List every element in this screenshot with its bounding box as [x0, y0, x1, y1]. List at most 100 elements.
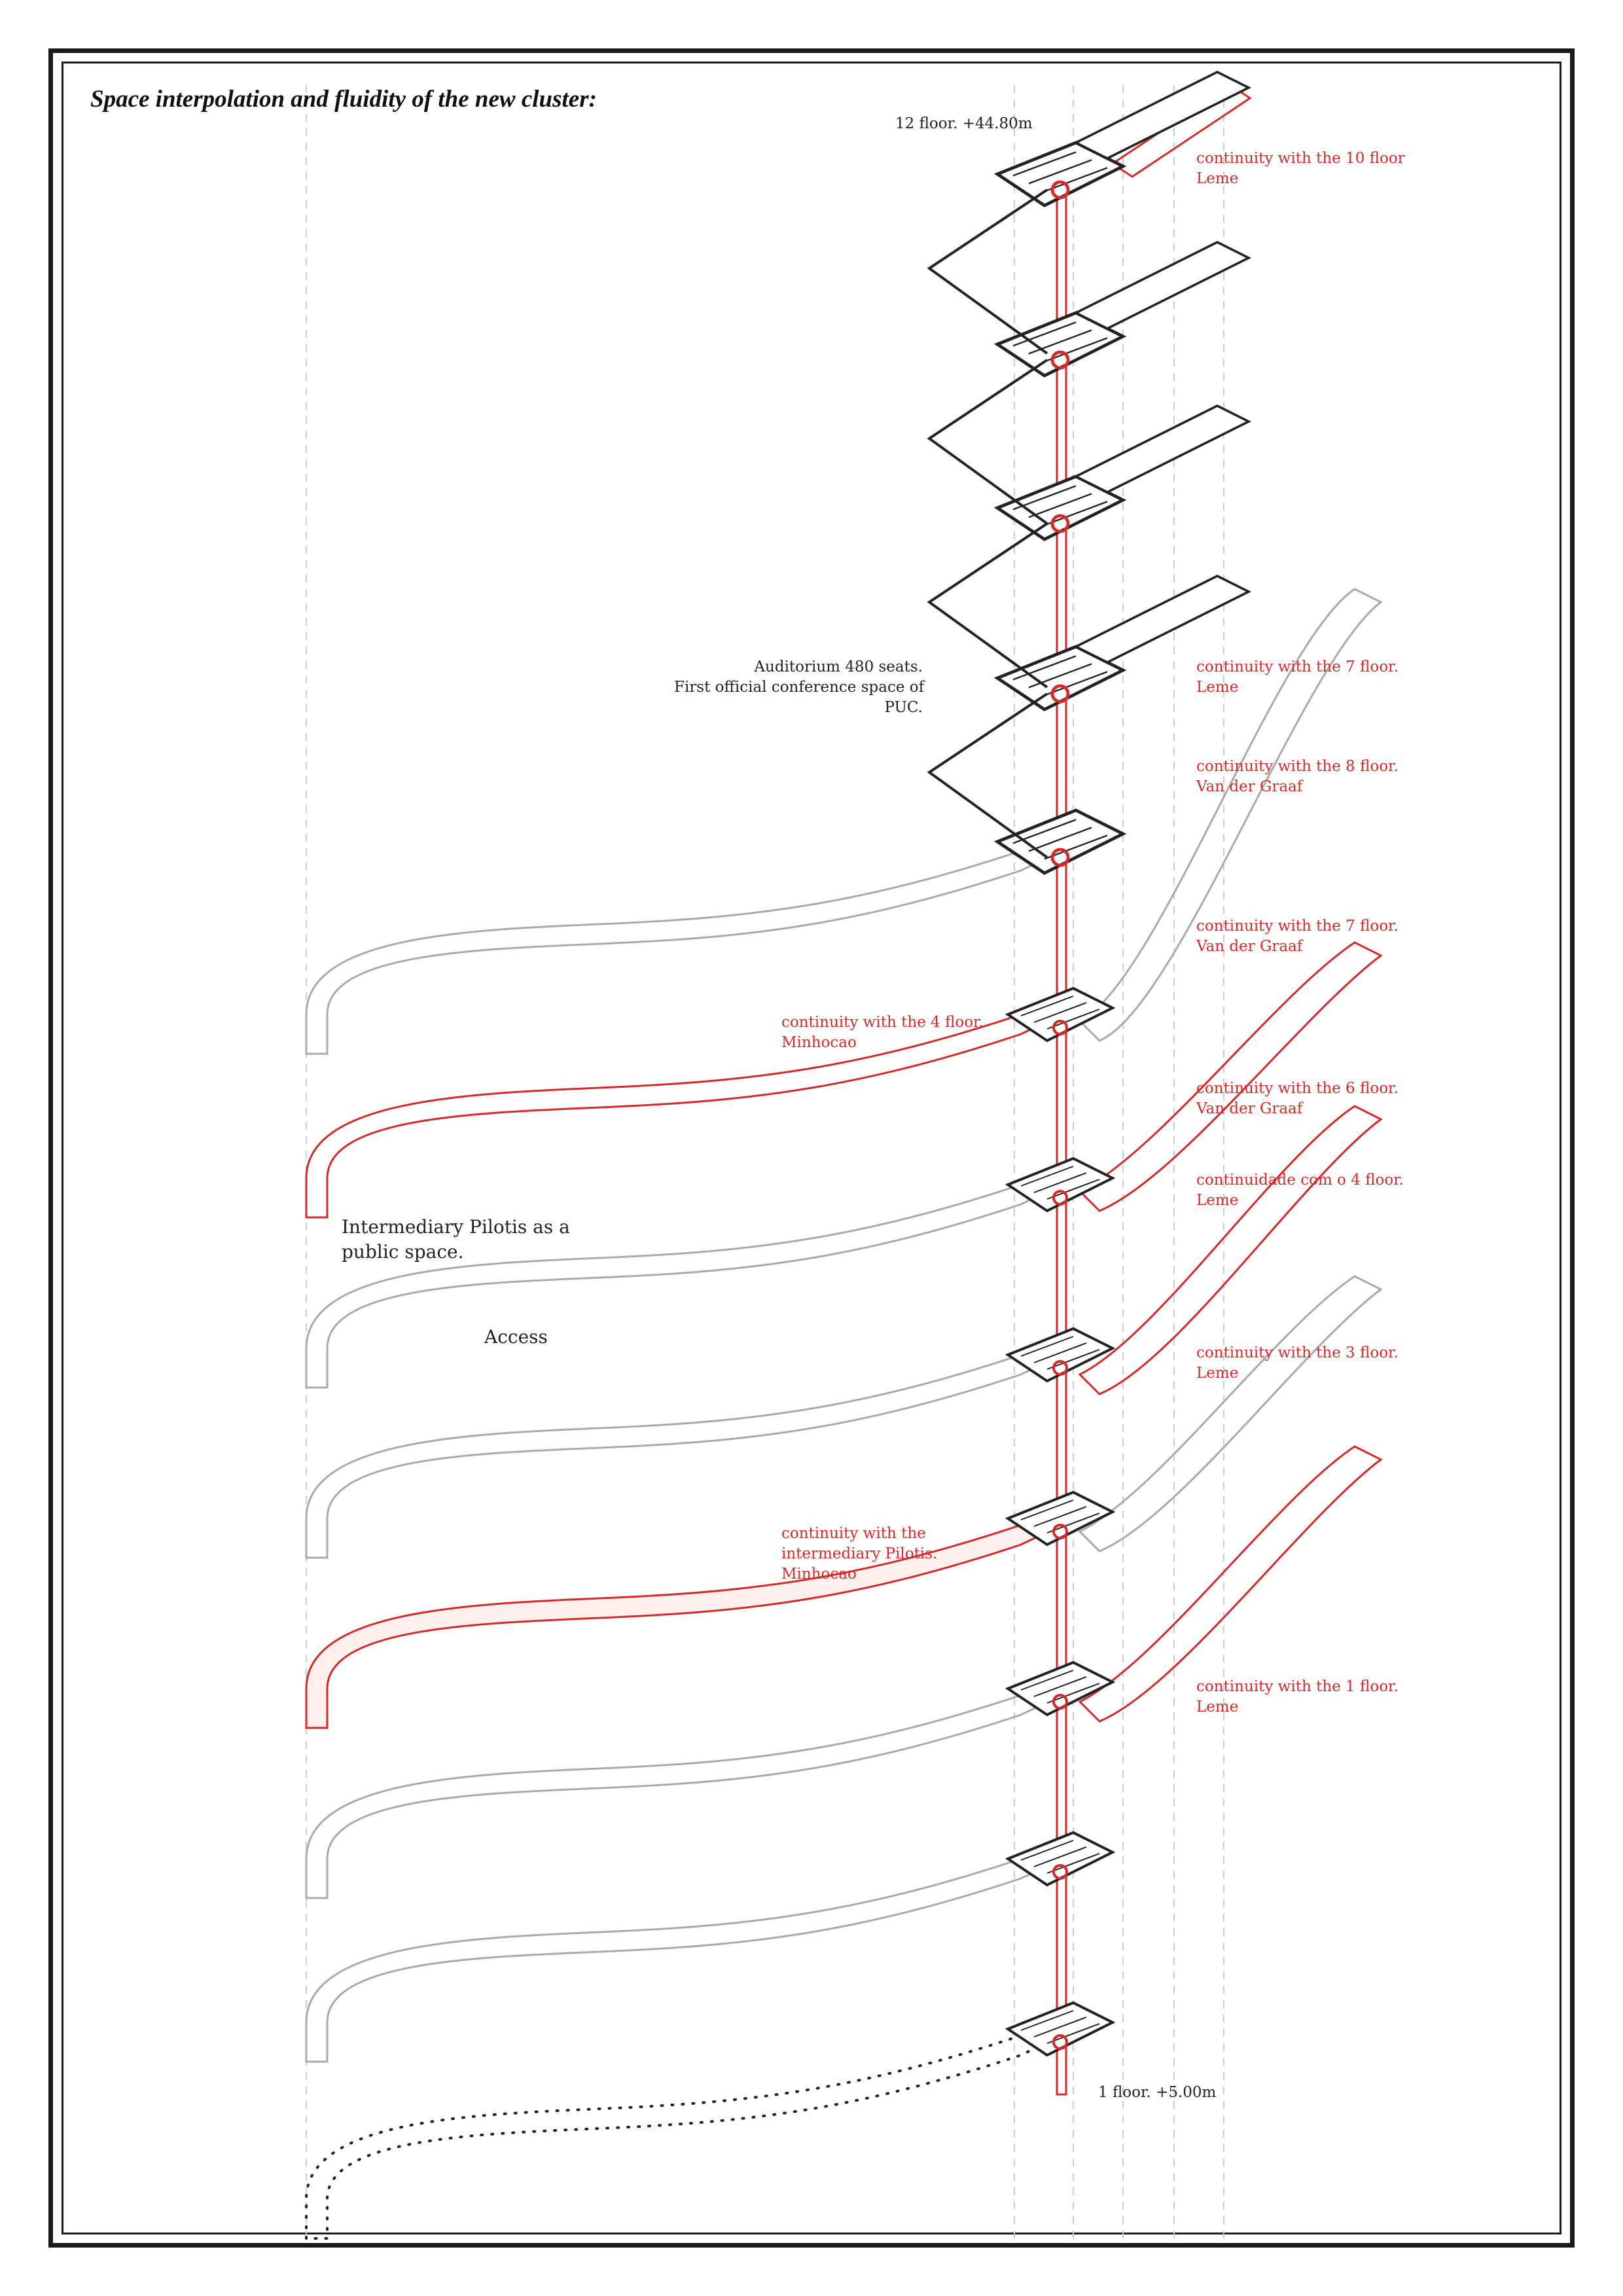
diagonal-ribbon — [1078, 1445, 1383, 1723]
auditorium-label-1: Auditorium 480 seats. — [754, 658, 923, 675]
core-marker — [1050, 514, 1070, 533]
minhocao-pilotis-label-3: Minhocao — [781, 1566, 857, 1583]
auditorium-label-2: First official conference space of — [674, 679, 925, 696]
floor-plate — [1005, 1157, 1116, 1213]
wave-ribbon — [305, 999, 1050, 1219]
level-label-top: 12 floor. +44.80m — [895, 115, 1033, 132]
plate-rooms — [1020, 1166, 1100, 1200]
floor-plate — [1005, 2001, 1116, 2057]
floor-plate — [1005, 1327, 1116, 1383]
floor-plate — [1005, 1831, 1116, 1887]
floor-plates — [927, 70, 1252, 2057]
plate-outline — [1005, 1660, 1116, 1717]
floor-plate — [993, 404, 1252, 541]
floor-plate — [1005, 986, 1116, 1043]
plate-rooms — [1012, 151, 1108, 192]
continuity-label-line1: continuidade com o 4 floor. — [1196, 1172, 1404, 1189]
core-marker — [1052, 1020, 1068, 1035]
continuity-label-line1: continuity with the 8 floor. — [1196, 758, 1399, 775]
core-marker — [1052, 1864, 1068, 1880]
wave-ribbon — [305, 1680, 1050, 1899]
plate-rooms — [1020, 1499, 1100, 1534]
core-marker — [1052, 2034, 1068, 2050]
zigzag-connector — [927, 522, 1048, 689]
wave-ribbon — [305, 1170, 1050, 1389]
minhocao-pilotis-label-2: intermediary Pilotis. — [781, 1545, 938, 1562]
vertical-guide-lines — [306, 85, 1224, 2238]
plate-rooms — [1020, 1336, 1100, 1370]
core-marker — [1052, 1524, 1068, 1539]
plate-outline — [993, 808, 1127, 875]
plate-rooms — [1012, 321, 1108, 363]
zigzag-connector — [927, 188, 1048, 355]
plate-outline — [1005, 1327, 1116, 1383]
continuity-label-line2: Van der Graaf — [1196, 1100, 1303, 1117]
continuity-label-line2: Van der Graaf — [1196, 778, 1303, 795]
floor-plate — [993, 70, 1252, 207]
diagonal-ribbon — [1078, 941, 1383, 1212]
plate-outline — [1005, 986, 1116, 1043]
wave-ribbon — [305, 1340, 1050, 1559]
plate-arm — [1073, 70, 1252, 160]
plate-rooms — [1020, 1670, 1100, 1704]
plate-arm — [1073, 240, 1252, 331]
wave-ribbon — [305, 2020, 1050, 2240]
zigzag-connector — [927, 359, 1048, 525]
plate-rooms — [1012, 655, 1108, 696]
page-title: Space interpolation and fluidity of the … — [90, 86, 597, 113]
core-marker — [1052, 1694, 1068, 1710]
continuity-label-line2: Leme — [1196, 1698, 1239, 1715]
continuity-label-line2: Van der Graaf — [1196, 938, 1303, 955]
minhocao-4-label-1: continuity with the 4 floor. — [781, 1014, 984, 1031]
plate-arm — [1073, 574, 1252, 664]
floor-plate — [993, 808, 1127, 875]
auditorium-label-3: PUC. — [884, 699, 923, 716]
plate-outline — [993, 311, 1127, 378]
plate-rooms — [1020, 2010, 1100, 2044]
continuity-label-line1: continuity with the 7 floor. — [1196, 658, 1399, 675]
diagonal-ribbon — [1078, 588, 1383, 1042]
plate-outline — [1005, 1157, 1116, 1213]
plate-outline — [1005, 1490, 1116, 1547]
minhocao-4-label-2: Minhocao — [781, 1034, 857, 1051]
continuity-label-line1: continuity with the 10 floor — [1196, 150, 1405, 167]
pilotis-label-2: public space. — [342, 1241, 464, 1263]
zigzag-connector — [927, 692, 1048, 859]
plate-rooms — [1020, 996, 1100, 1030]
plate-arm — [1073, 404, 1252, 494]
continuity-label-line2: Leme — [1196, 1365, 1239, 1382]
core-marker — [1050, 180, 1070, 200]
core-marker — [1052, 1360, 1068, 1376]
plate-outline — [1005, 1831, 1116, 1887]
floor-plate — [993, 574, 1252, 711]
wave-ribbon — [305, 1844, 1050, 2063]
diagonal-ribbon — [1078, 1105, 1383, 1395]
floor-plate — [1005, 1490, 1116, 1547]
level-label-bottom: 1 floor. +5.00m — [1098, 2084, 1217, 2101]
continuity-label-line2: Leme — [1196, 170, 1239, 187]
access-label: Access — [484, 1326, 548, 1348]
continuity-label-line1: continuity with the 6 floor. — [1196, 1080, 1399, 1097]
floor-plate — [1005, 1660, 1116, 1717]
core-marker — [1050, 684, 1070, 704]
core-marker — [1052, 1190, 1068, 1206]
continuity-label-line1: continuity with the 3 floor. — [1196, 1344, 1399, 1361]
minhocao-pilotis-label-1: continuity with the — [781, 1525, 926, 1542]
plate-rooms — [1020, 1840, 1100, 1874]
outer-frame — [48, 48, 1575, 2248]
continuity-label-line1: continuity with the 1 floor. — [1196, 1678, 1399, 1695]
continuity-label-line1: continuity with the 7 floor. — [1196, 918, 1399, 935]
continuity-label-line2: Leme — [1196, 679, 1239, 696]
continuity-label-line2: Leme — [1196, 1192, 1239, 1209]
core-marker — [1050, 848, 1070, 867]
floor-plate — [993, 240, 1252, 378]
inner-frame — [62, 62, 1561, 2234]
diagonal-ribbon — [1078, 1275, 1383, 1552]
pilotis-label-1: Intermediary Pilotis as a — [342, 1216, 570, 1238]
plate-outline — [1005, 2001, 1116, 2057]
plate-outline — [993, 141, 1127, 207]
plate-outline — [993, 475, 1127, 541]
plate-outline — [993, 645, 1127, 711]
core-marker — [1050, 350, 1070, 370]
